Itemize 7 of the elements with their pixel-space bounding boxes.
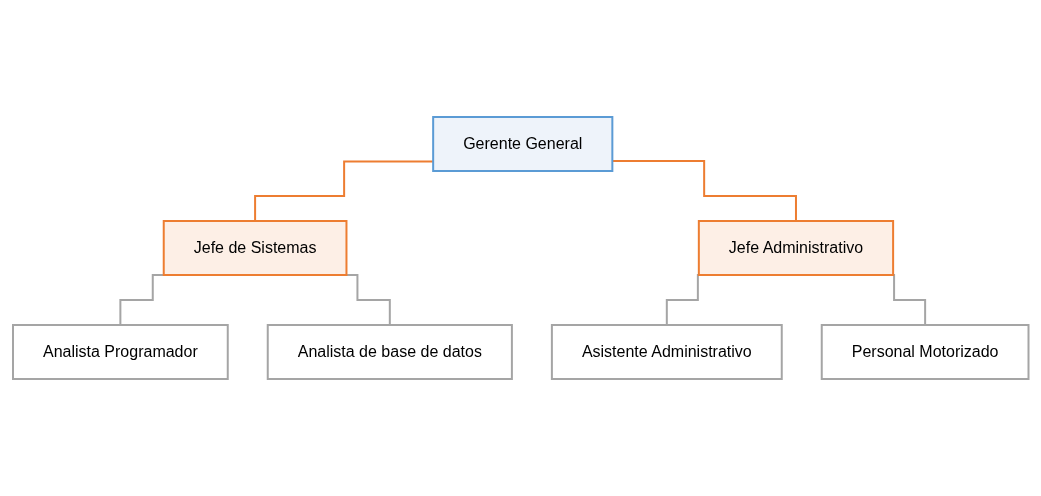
node-box: Jefe Administrativo	[697, 220, 894, 276]
node-box: Analista Programador	[11, 324, 229, 380]
node-box: Analista de base de datos	[266, 324, 513, 380]
node-box: Asistente Administrativo	[550, 324, 783, 380]
node-box: Jefe de Sistemas	[162, 220, 348, 276]
node-box: Personal Motorizado	[820, 324, 1030, 380]
node-box: Gerente General	[431, 116, 614, 172]
